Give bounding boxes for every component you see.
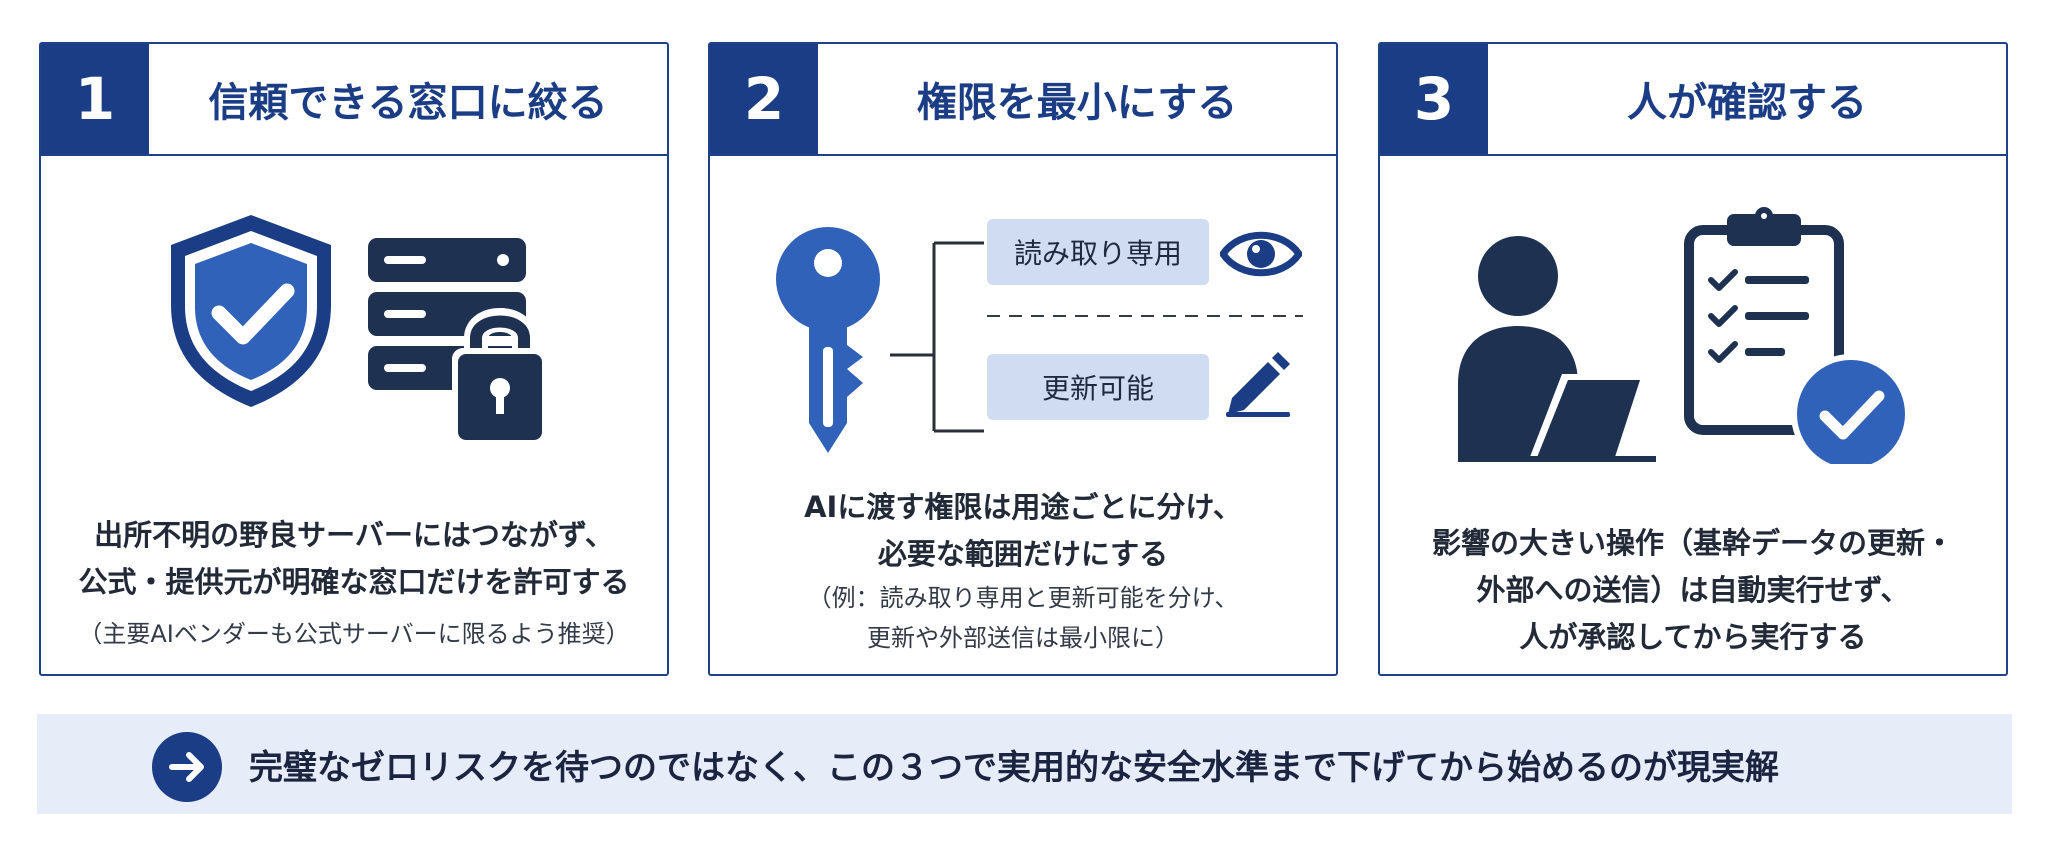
step-description: 出所不明の野良サーバーにはつながず、 公式・提供元が明確な窓口だけを許可する <box>41 512 667 606</box>
step-title: 信頼できる窓口に絞る <box>208 80 608 126</box>
card-header: 2 権限を最小にする <box>710 44 1336 156</box>
arrow-circle <box>152 732 222 802</box>
pencil-icon <box>1226 352 1290 417</box>
arrow-right-icon <box>169 752 204 782</box>
description-line: 影響の大きい操作（基幹データの更新・ <box>1431 526 1954 560</box>
clipboard-check-icon <box>1684 207 1911 464</box>
step-description: 影響の大きい操作（基幹データの更新・ 外部への送信）は自動実行せず、 人が承認し… <box>1380 520 2006 661</box>
step-note: （例：読み取り専用と更新可能を分け、 更新や外部送信は最小限に） <box>710 578 1336 658</box>
step-title: 権限を最小にする <box>916 80 1238 126</box>
description-line: 出所不明の野良サーバーにはつながず、 <box>94 518 614 552</box>
key-icon <box>776 227 880 453</box>
eye-icon <box>1220 231 1302 277</box>
step-card-1: 1 信頼できる窓口に絞る 出所不明の野良サーバーにはつながず、 公式・提供元が明… <box>39 42 669 676</box>
note-line: （主要AIベンダーも公式サーバーに限るよう推奨） <box>78 620 630 648</box>
step-number: 1 <box>41 44 149 154</box>
banner-text: 完璧なゼロリスクを待つのではなく、この３つで実用的な安全水準まで下げてから始める… <box>249 747 1779 788</box>
note-line: （例：読み取り専用と更新可能を分け、 <box>807 584 1239 612</box>
step-title: 人が確認する <box>1627 80 1867 126</box>
server-lock-icon <box>368 238 548 446</box>
description-line: 公式・提供元が明確な窓口だけを許可する <box>78 565 630 599</box>
step-number: 3 <box>1380 44 1488 154</box>
step-card-3: 3 人が確認する 影響の大きい操作（基幹データの更新・ 外部への送信）は自動実行… <box>1378 42 2008 676</box>
step-number: 2 <box>710 44 818 154</box>
branch-connector <box>890 241 984 433</box>
step-description: AIに渡す権限は用途ごとに分け、 必要な範囲だけにする <box>710 484 1336 578</box>
dashed-divider <box>987 315 1303 317</box>
step-note: （主要AIベンダーも公式サーバーに限るよう推奨） <box>41 614 667 654</box>
description-line: AIに渡す権限は用途ごとに分け、 <box>804 490 1242 524</box>
description-line: 必要な範囲だけにする <box>877 537 1169 571</box>
step-card-2: 2 権限を最小にする 読み取り専用 更新可能 AIに渡す権限は用途ごとに分け、 … <box>708 42 1338 676</box>
permission-read-only: 読み取り専用 <box>987 219 1209 285</box>
card-header: 1 信頼できる窓口に絞る <box>41 44 667 156</box>
person-laptop-icon <box>1458 236 1656 462</box>
summary-banner: 完璧なゼロリスクを待つのではなく、この３つで実用的な安全水準まで下げてから始める… <box>37 714 2012 814</box>
shield-check-icon <box>171 215 331 407</box>
card-header: 3 人が確認する <box>1380 44 2006 156</box>
description-line: 外部への送信）は自動実行せず、 <box>1476 573 1910 607</box>
note-line: 更新や外部送信は最小限に） <box>867 624 1179 652</box>
permission-writable: 更新可能 <box>987 354 1209 420</box>
description-line: 人が承認してから実行する <box>1519 620 1867 654</box>
